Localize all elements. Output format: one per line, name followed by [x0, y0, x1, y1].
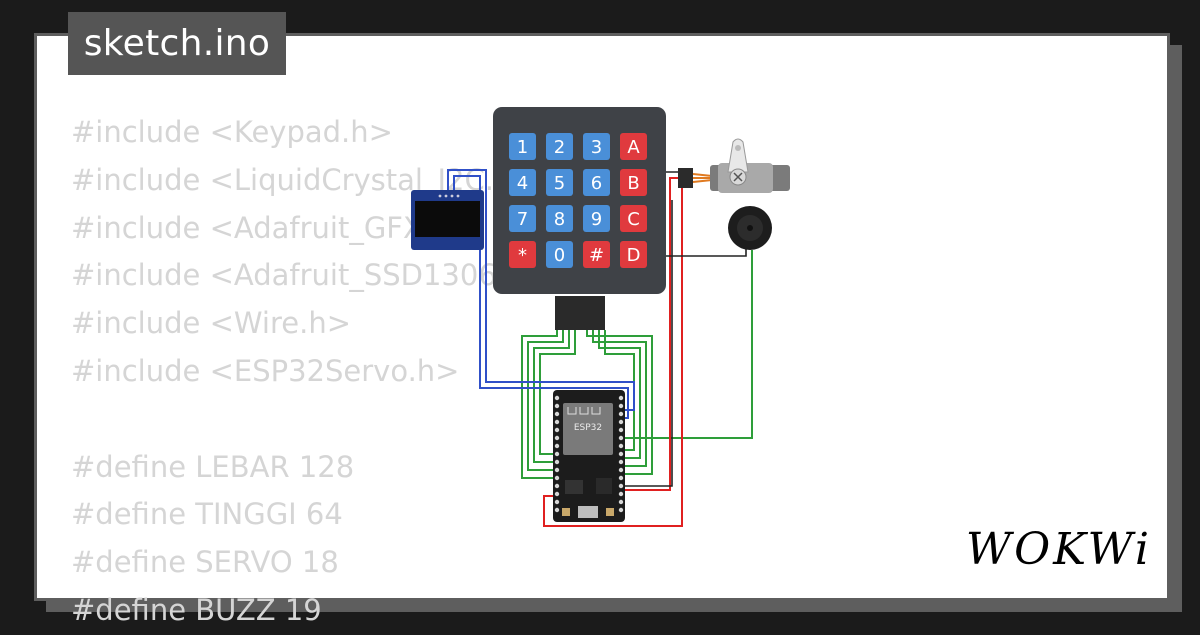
oled-scl-wire [453, 175, 629, 419]
esp32-pin [554, 451, 560, 457]
esp32-pin [554, 499, 560, 505]
keypad-key[interactable]: * [509, 241, 536, 268]
esp32-pin [554, 435, 560, 441]
code-line: #include <Wire.h> [71, 306, 352, 341]
code-line: #include <Keypad.h> [71, 115, 393, 149]
esp32-pin [618, 499, 624, 505]
keypad-key-label: 5 [554, 173, 565, 194]
keypad-key[interactable]: C [620, 205, 647, 232]
esp32-pin [554, 475, 560, 481]
esp32-pin [618, 459, 624, 465]
esp32-pin [554, 507, 560, 513]
keypad-key-label: D [627, 245, 641, 266]
oled-screen [415, 201, 480, 237]
esp32-pin [618, 395, 624, 401]
esp32-pin [618, 435, 624, 441]
esp32-pin [554, 443, 560, 449]
keypad-key[interactable]: 8 [546, 205, 573, 232]
keypad-key[interactable]: 0 [546, 241, 573, 268]
esp32-pin [618, 467, 624, 473]
keypad-key-label: # [589, 245, 604, 266]
keypad-4x4[interactable]: 1 2 3 A 4 5 6 B 7 8 9 C * 0 # D [493, 107, 666, 330]
file-tab[interactable]: sketch.ino [68, 12, 286, 75]
keypad-key-label: C [627, 209, 640, 230]
keypad-key-label: 2 [554, 137, 565, 158]
code-line: #include <Adafruit_SSD1306.h> [71, 258, 549, 293]
keypad-key-label: 7 [517, 209, 528, 230]
keypad-key-label: B [627, 173, 639, 194]
keypad-key-label: 1 [517, 137, 528, 158]
esp32-pin [618, 403, 624, 409]
keypad-key[interactable]: A [620, 133, 647, 160]
keypad-key[interactable]: 4 [509, 169, 536, 196]
power-wire [543, 177, 683, 527]
code-line: #define SERVO 18 [71, 545, 339, 580]
esp32-module [563, 403, 613, 455]
keypad-key[interactable]: 3 [583, 133, 610, 160]
esp32-pin [618, 427, 624, 433]
esp32-pin [554, 411, 560, 417]
keypad-key[interactable]: 1 [509, 133, 536, 160]
esp32-pin [618, 451, 624, 457]
esp32-label: ESP32 [574, 423, 602, 433]
keypad-key[interactable]: 7 [509, 205, 536, 232]
code-line: #define TINGGI 64 [71, 497, 343, 532]
keypad-wires [521, 250, 753, 479]
esp32-pin [618, 507, 624, 513]
oled-sda-wire [447, 169, 635, 411]
usb-port [578, 506, 598, 518]
buzzer[interactable] [728, 206, 772, 250]
code-line: #define LEBAR 128 [71, 449, 355, 484]
code-line: #include <ESP32Servo.h> [71, 353, 460, 388]
code-line: #define BUZZ 19 [71, 592, 322, 627]
keypad-key-label: 6 [591, 173, 602, 194]
wokwi-logo: WOKWi [965, 524, 1152, 575]
keypad-key[interactable]: B [620, 169, 647, 196]
keypad-key[interactable]: 2 [546, 133, 573, 160]
keypad-key[interactable]: D [620, 241, 647, 268]
keypad-key-label: 8 [554, 209, 565, 230]
keypad-key[interactable]: 5 [546, 169, 573, 196]
esp32-pin [618, 491, 624, 497]
keypad-key[interactable]: # [583, 241, 610, 268]
oled-display[interactable] [411, 190, 484, 250]
esp32-pin [618, 483, 624, 489]
esp32-pin [554, 403, 560, 409]
servo-motor[interactable] [678, 138, 790, 193]
keypad-key[interactable]: 6 [583, 169, 610, 196]
keypad-key-label: 9 [591, 209, 602, 230]
esp32-pin [618, 419, 624, 425]
keypad-key[interactable]: 9 [583, 205, 610, 232]
keypad-connector [555, 296, 605, 330]
esp32-pin [554, 467, 560, 473]
esp32-pin [554, 483, 560, 489]
esp32-pin [618, 475, 624, 481]
esp32-board[interactable]: ESP32 [553, 390, 625, 522]
esp32-pin [554, 491, 560, 497]
code-line: #include <Adafruit_GFX.h> [71, 210, 475, 245]
esp32-pin [554, 395, 560, 401]
keypad-key-label: * [518, 245, 527, 266]
esp32-pin [554, 419, 560, 425]
code-editor: #include <Keypad.h> #include <LiquidCrys… [71, 109, 549, 635]
esp32-pin [554, 427, 560, 433]
esp32-pin [618, 443, 624, 449]
esp32-pin [554, 459, 560, 465]
keypad-key-label: A [627, 137, 640, 158]
keypad-key-label: 4 [517, 173, 528, 194]
esp32-pin [618, 411, 624, 417]
keypad-key-label: 0 [554, 245, 565, 266]
keypad-key-label: 3 [591, 137, 602, 158]
